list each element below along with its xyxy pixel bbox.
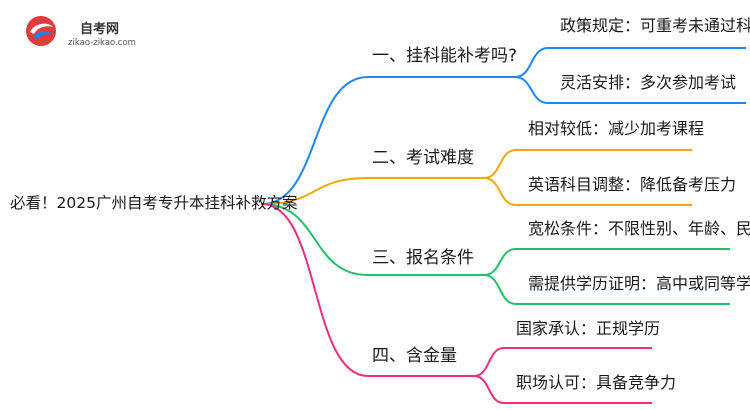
leaf-topic-4-1: 国家承认：正规学历 xyxy=(516,319,661,338)
branch-topic-2: 二、考试难度 xyxy=(372,148,474,168)
logo-url: zikao-zikao.com xyxy=(68,38,136,48)
logo-name: 自考网 xyxy=(80,22,120,37)
branch-topic-3: 三、报名条件 xyxy=(372,248,474,268)
branch-topic-1: 一、挂科能补考吗? xyxy=(372,46,518,66)
link-leaf-1-2 xyxy=(514,76,746,104)
link-leaf-4-2 xyxy=(473,375,652,404)
leaf-topic-1-1: 政策规定：可重考未通过科目 xyxy=(560,16,750,35)
leaf-topic-4-2: 职场认可：具备竞争力 xyxy=(516,373,677,392)
link-branch-2 xyxy=(261,177,484,205)
link-branch-3 xyxy=(261,203,484,276)
leaf-topic-3-2: 需提供学历证明：高中或同等学历 xyxy=(528,274,750,293)
link-leaf-3-2 xyxy=(483,274,730,305)
link-leaf-1-1 xyxy=(514,47,746,78)
link-branch-4 xyxy=(261,203,474,377)
root-topic: 必看！2025广州自考专升本挂科补救方案 xyxy=(10,194,298,212)
leaf-topic-1-2: 灵活安排：多次参加考试 xyxy=(560,73,737,92)
link-branch-1 xyxy=(261,76,515,205)
link-leaf-3-1 xyxy=(483,248,730,276)
leaf-topic-2-2: 英语科目调整：降低备考压力 xyxy=(528,175,737,194)
site-logo: 自考网 zikao-zikao.com xyxy=(24,14,164,54)
leaf-topic-2-1: 相对较低：减少加考课程 xyxy=(528,119,705,138)
link-leaf-2-1 xyxy=(483,149,692,179)
link-leaf-2-2 xyxy=(483,177,692,206)
branch-topic-4: 四、含金量 xyxy=(372,346,457,366)
leaf-topic-3-1: 宽松条件：不限性别、年龄、民族 xyxy=(528,219,750,238)
link-leaf-4-1 xyxy=(473,347,652,377)
logo-mark-icon xyxy=(26,16,56,46)
